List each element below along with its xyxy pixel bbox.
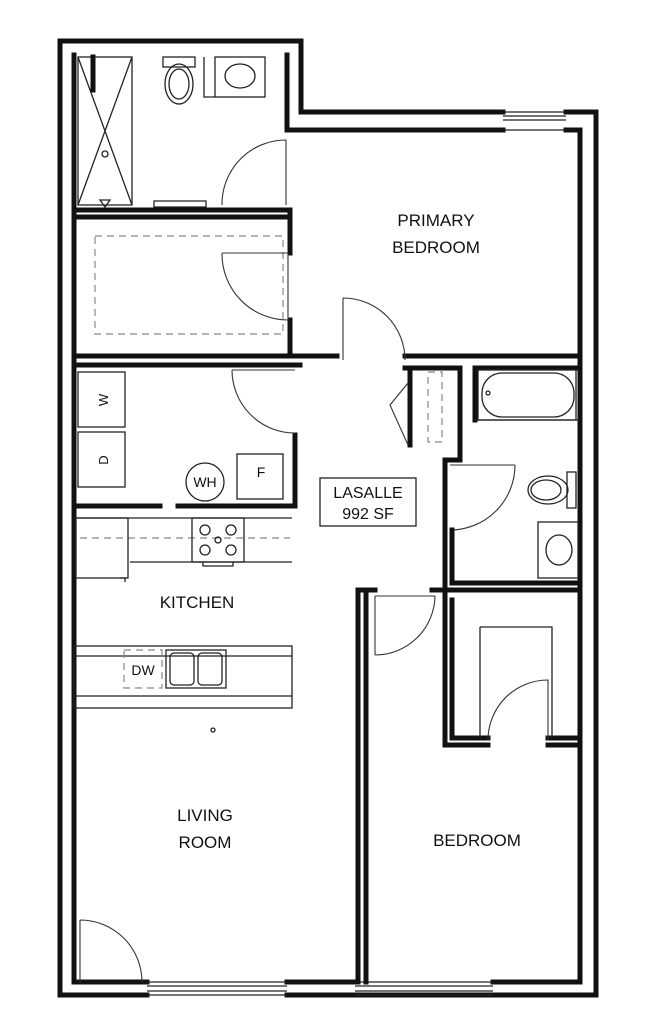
primary-bath — [71, 54, 291, 220]
furnace-label: F — [257, 464, 266, 480]
primary-bedroom-label-1: PRIMARY — [397, 211, 474, 230]
primary-bedroom: PRIMARY BEDROOM — [287, 211, 583, 361]
windows — [147, 111, 566, 996]
living-room: LIVING ROOM — [79, 806, 233, 983]
hall-bath — [442, 365, 583, 593]
dryer-label: D — [96, 455, 111, 464]
living-room-label-1: LIVING — [177, 806, 233, 825]
washer-label: W — [96, 393, 111, 406]
kitchen: DW KITCHEN — [73, 517, 293, 733]
primary-closet — [71, 207, 293, 359]
interior-partitions — [442, 587, 583, 603]
primary-bedroom-label-2: BEDROOM — [392, 238, 480, 257]
bedroom-label: BEDROOM — [433, 831, 521, 850]
living-room-label-2: ROOM — [179, 833, 232, 852]
dishwasher-label: DW — [131, 662, 155, 678]
unit-name: LASALLE — [333, 485, 402, 502]
water-heater-label: WH — [193, 474, 216, 490]
laundry-room: W D WH F — [71, 362, 303, 509]
unit-area: 992 SF — [342, 506, 394, 523]
unit-tag: LASALLE 992 SF — [319, 477, 417, 527]
hall-closet — [389, 365, 463, 463]
kitchen-label: KITCHEN — [160, 593, 235, 612]
bedroom: BEDROOM — [355, 587, 583, 985]
